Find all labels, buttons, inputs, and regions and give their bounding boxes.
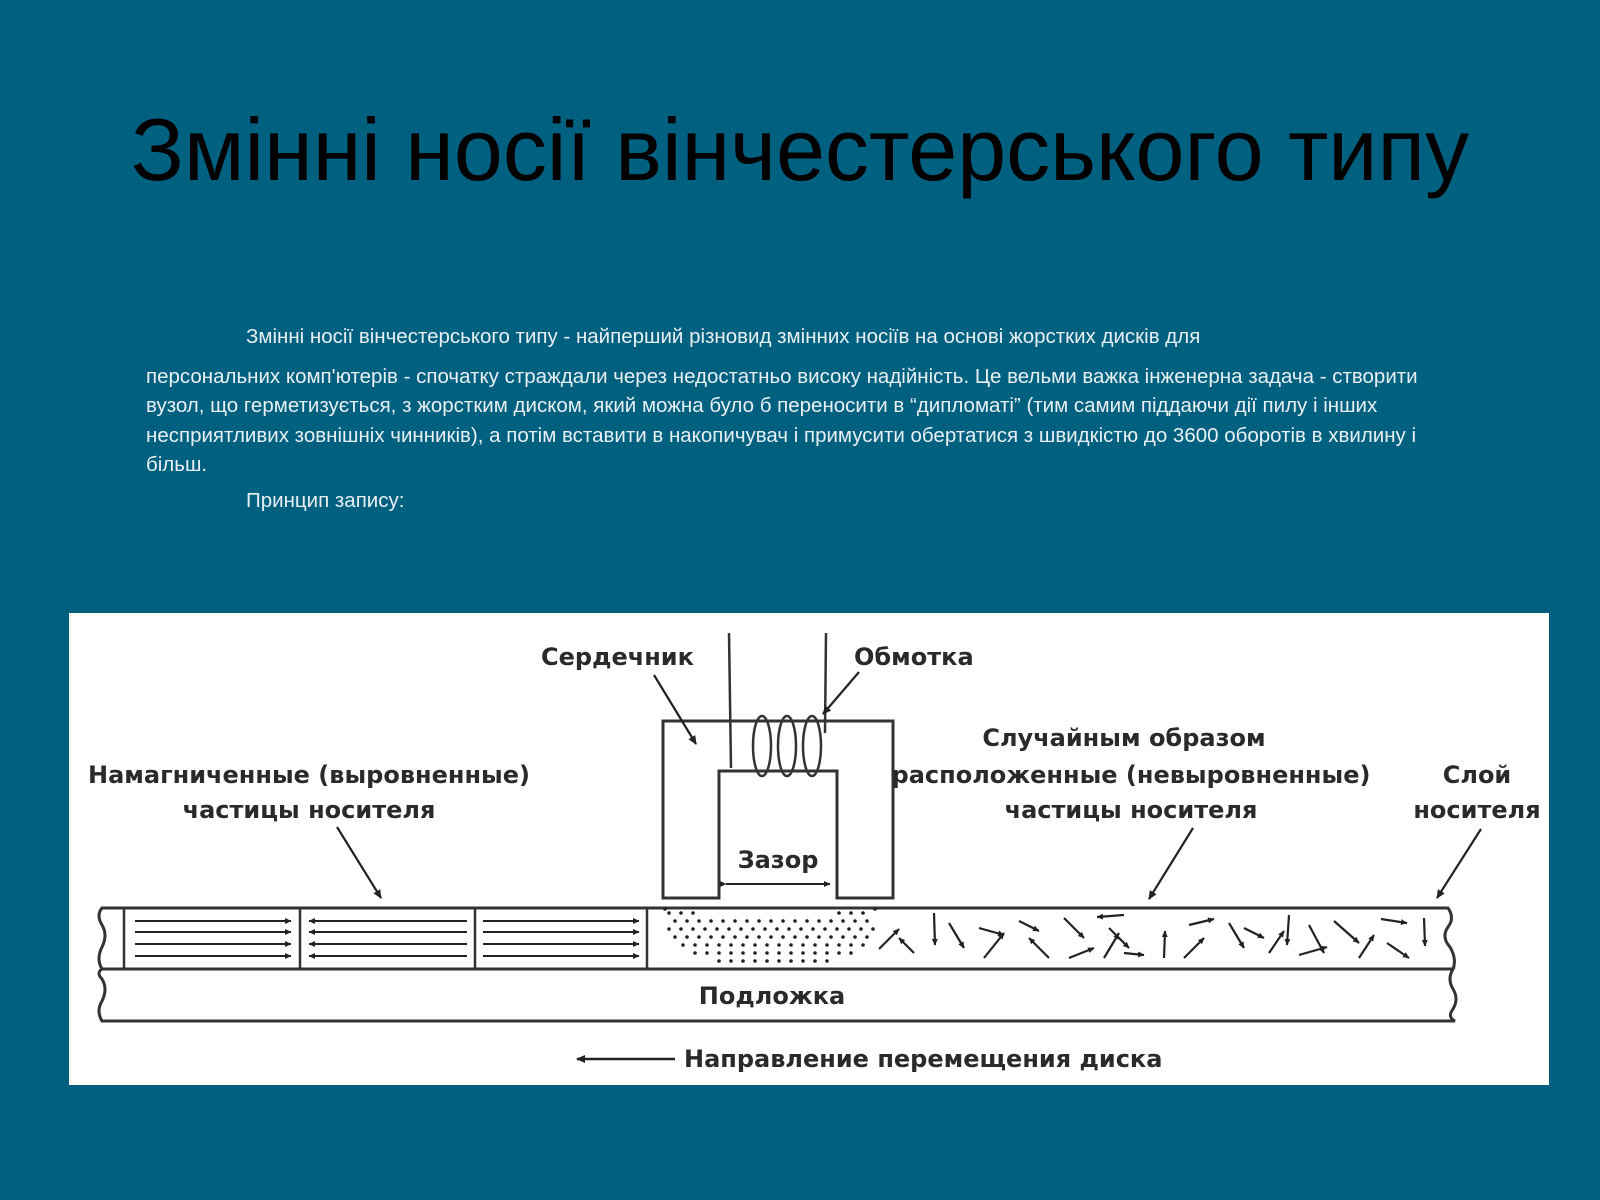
winding-coils bbox=[751, 714, 823, 778]
random-particles-label-line1: Случайным образом bbox=[982, 724, 1265, 752]
recording-principle-svg: Сердечник Обмотка Намагниченные (выровне… bbox=[88, 632, 1541, 1073]
principle-paragraph: Принцип запису: bbox=[246, 488, 405, 512]
substrate-label: Подложка bbox=[699, 982, 845, 1010]
intro-paragraph: Змінні носії вінчестерського типу - найп… bbox=[146, 322, 1456, 480]
random-particles-label-line3: частицы носителя bbox=[1005, 796, 1258, 824]
aligned-domain-separators bbox=[122, 908, 649, 969]
winding-label: Обмотка bbox=[854, 643, 974, 671]
label-pointers bbox=[336, 671, 1482, 900]
direction-label: Направление перемещения диска bbox=[684, 1045, 1162, 1073]
intro-paragraph-first-line: Змінні носії вінчестерського типу - найп… bbox=[246, 325, 1201, 348]
intro-paragraph-rest: персональних комп'ютерів - спочатку стра… bbox=[146, 364, 1418, 477]
media-layer bbox=[97, 906, 1456, 971]
slide-body-text: Змінні носії вінчестерського типу - найп… bbox=[146, 322, 1456, 515]
slide-title: Змінні носії вінчестерського типу bbox=[130, 100, 1470, 199]
random-particles-label-line2: расположенные (невыровненные) bbox=[892, 761, 1371, 789]
substrate-layer bbox=[97, 967, 1458, 1023]
gap-label: Зазор bbox=[738, 846, 819, 874]
magnetic-field-dots bbox=[663, 907, 877, 963]
random-particle-arrows bbox=[878, 912, 1428, 960]
media-layer-label-line2: носителя bbox=[1413, 796, 1540, 824]
head-core bbox=[661, 719, 895, 900]
winding-wires bbox=[727, 632, 828, 769]
media-layer-label-line1: Слой bbox=[1443, 761, 1512, 789]
aligned-particles-label-line2: частицы носителя bbox=[183, 796, 436, 824]
recording-principle-diagram: Сердечник Обмотка Намагниченные (выровне… bbox=[69, 613, 1549, 1085]
aligned-particles-label-line1: Намагниченные (выровненные) bbox=[88, 761, 530, 789]
aligned-particle-arrows bbox=[135, 918, 640, 959]
core-label: Сердечник bbox=[541, 643, 694, 671]
